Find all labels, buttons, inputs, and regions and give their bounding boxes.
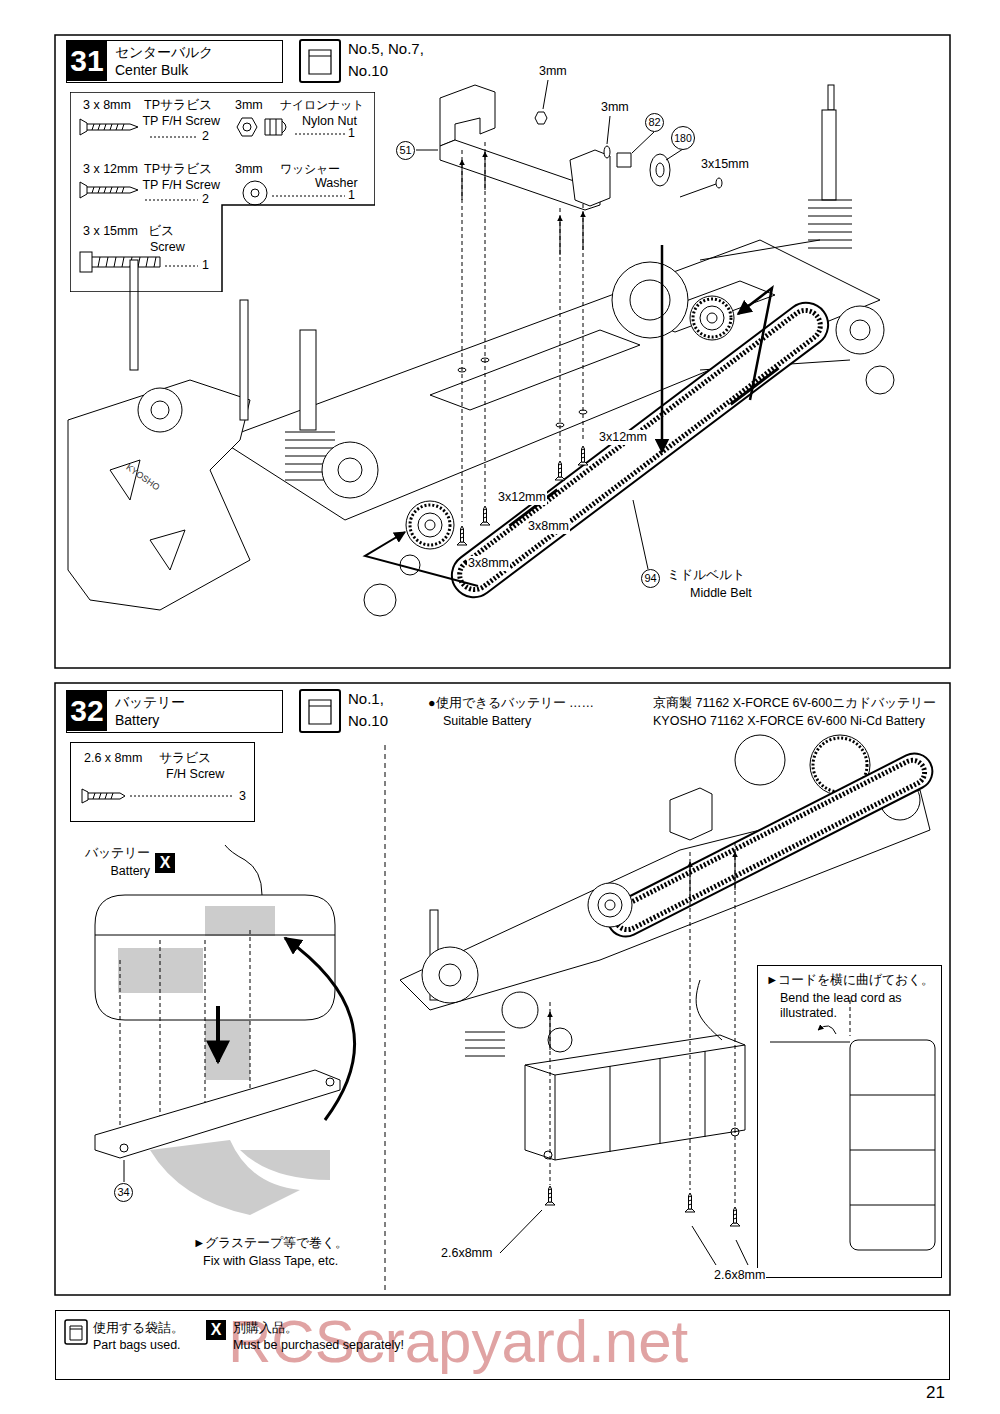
parts-list: 2.6 x 8mm サラビスF/H Screw 3 — [70, 742, 255, 822]
part-count: 2 — [202, 192, 209, 207]
bag-number: No.1, — [348, 690, 384, 708]
bag-number: No.10 — [348, 712, 388, 730]
legend-text: Must be purchased separately! — [233, 1338, 404, 1353]
part-name: ミドルベルト — [667, 568, 745, 583]
note: ►コードを横に曲げておく。 — [766, 973, 934, 988]
part-name: サラビス — [159, 751, 211, 766]
step-header: バッテリーBattery 32 — [66, 690, 283, 733]
callout-circle: 180 — [671, 126, 695, 150]
part-name: F/H Screw — [166, 767, 224, 782]
part-name: TPサラビス — [144, 162, 212, 177]
callout-circle: 51 — [396, 141, 415, 160]
part-name: ナイロンナット — [280, 98, 364, 112]
part-name: ビス — [148, 224, 174, 239]
note: ►グラステープ等で巻く。 — [193, 1236, 348, 1251]
dimension: 3x8mm — [467, 556, 510, 571]
part-count: 2 — [202, 129, 209, 144]
part-name: バッテリー — [75, 846, 150, 861]
step-title: Center Bulk — [115, 62, 188, 79]
inset-box: ►コードを横に曲げておく。 Bend the lead cord as illus… — [757, 965, 942, 1278]
part-count: 1 — [348, 126, 355, 141]
callout-number: 82 — [648, 117, 660, 128]
step-title: Battery — [115, 712, 159, 729]
dimension: 3mm — [600, 100, 630, 115]
callout-number: 34 — [117, 1187, 129, 1198]
part-name: TP F/H Screw — [136, 114, 220, 129]
purchase-mark: X — [206, 1320, 226, 1340]
step-number: 31 — [70, 46, 103, 76]
part-name: ワッシャー — [280, 162, 340, 176]
step-number: 32 — [67, 691, 107, 731]
note: KYOSHO 71162 X-FORCE 6V-600 Ni-Cd Batter… — [653, 714, 925, 729]
dimension: 3x8mm — [527, 519, 570, 534]
callout-circle: 82 — [645, 113, 664, 132]
part-size: 2.6 x 8mm — [84, 751, 142, 766]
dimension: 3x15mm — [700, 157, 750, 172]
part-size: 3 x 12mm — [83, 162, 138, 177]
step-header: センターバルクCenter Bulk 31 — [66, 40, 283, 83]
part-name: TP F/H Screw — [136, 178, 220, 193]
dimension: 3x12mm — [497, 490, 547, 505]
part-name: Battery — [75, 864, 150, 879]
dimension: 2.6x8mm — [713, 1268, 766, 1283]
note: Bend the lead cord as illustrated. — [780, 991, 930, 1021]
step-number: 32 — [70, 696, 103, 726]
mark-letter: X — [160, 855, 171, 871]
legend-text: Part bags used. — [93, 1338, 181, 1353]
legend-box: 使用する袋詰。 Part bags used. 別購入品。 Must be purch… — [55, 1310, 950, 1380]
parts-list: 3 x 8mmTPサラビスTP F/H Screw23mmナイロンナットNylo… — [70, 92, 375, 292]
bag-number: No.5, No.7, — [348, 40, 424, 58]
callout-circle: 34 — [114, 1183, 133, 1202]
purchase-mark: X — [155, 853, 175, 873]
part-name: TPサラビス — [144, 98, 212, 113]
step-title: センターバルク — [115, 44, 213, 61]
part-count: 1 — [348, 188, 355, 203]
dimension: 2.6x8mm — [440, 1246, 493, 1261]
callout-number: 180 — [674, 133, 692, 144]
note: Suitable Battery — [443, 714, 531, 729]
bag-number: No.10 — [348, 62, 388, 80]
callout-number: 51 — [399, 145, 411, 156]
dimension: 3x12mm — [598, 430, 648, 445]
legend-text: 使用する袋詰。 — [93, 1321, 184, 1336]
dimension: 3mm — [538, 64, 568, 79]
callout-circle: 94 — [641, 569, 660, 588]
part-name: Middle Belt — [690, 586, 752, 601]
callout-number: 94 — [644, 573, 656, 584]
mark-letter: X — [211, 1322, 222, 1338]
part-size: 3mm — [235, 162, 263, 177]
legend-text: 別購入品。 — [233, 1321, 298, 1336]
part-size: 3 x 8mm — [83, 98, 131, 113]
note: 京商製 71162 X-FORCE 6V-600ニカドバッテリー — [653, 696, 936, 711]
note: ●使用できるバッテリー …… — [428, 696, 594, 711]
part-name: Screw — [150, 240, 185, 255]
step-number: 31 — [67, 41, 107, 81]
page-number: 21 — [926, 1383, 945, 1403]
part-count: 1 — [202, 258, 209, 273]
part-size: 3 x 15mm — [83, 224, 138, 239]
part-count: 3 — [239, 789, 246, 804]
step-title: バッテリー — [115, 694, 185, 711]
part-size: 3mm — [235, 98, 263, 113]
note: Fix with Glass Tape, etc. — [203, 1254, 338, 1269]
